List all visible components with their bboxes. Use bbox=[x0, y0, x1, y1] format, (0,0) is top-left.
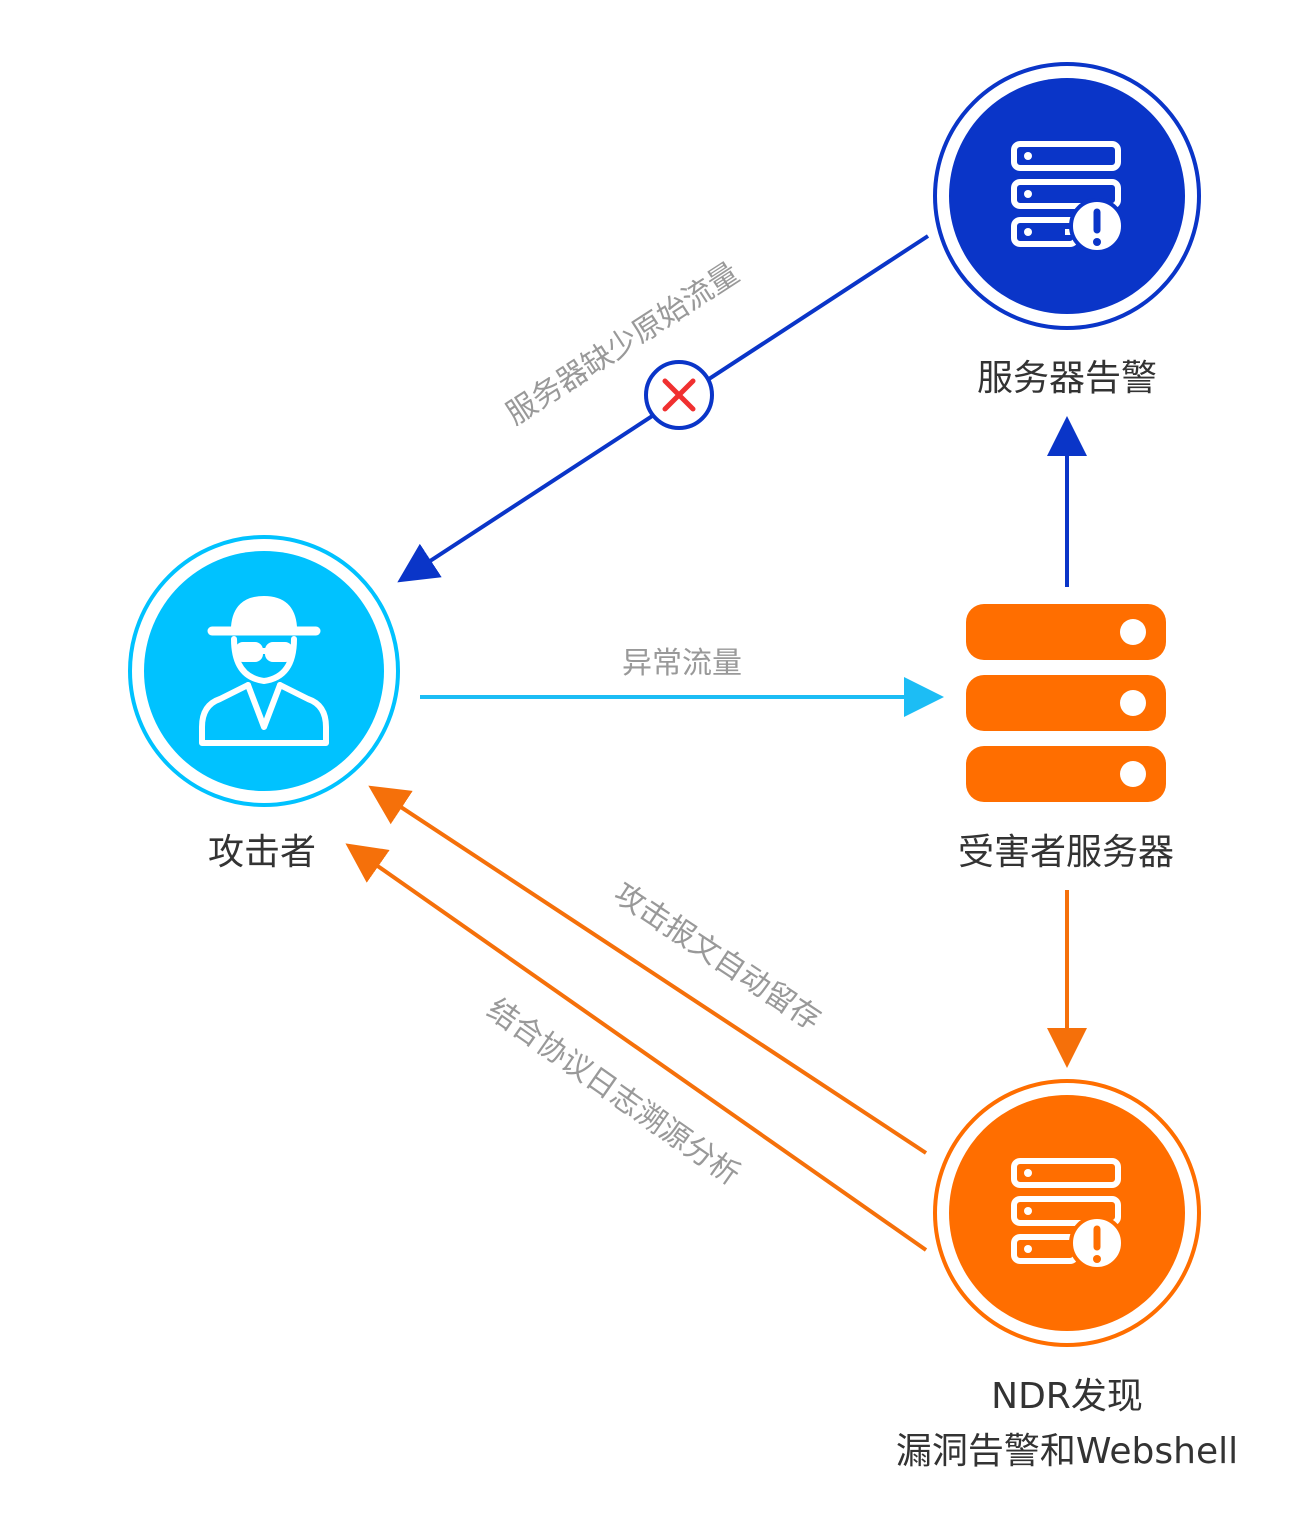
server-alert-icon bbox=[1011, 1158, 1125, 1271]
server-stack-icon bbox=[966, 604, 1166, 802]
edge-trace-analysis bbox=[345, 843, 928, 1252]
node-label-victim-server: 受害者服务器 bbox=[958, 832, 1174, 873]
edge-label-abnormal-traffic: 异常流量 bbox=[622, 646, 742, 681]
node-server-alert bbox=[933, 62, 1201, 330]
server-alert-icon bbox=[1011, 141, 1125, 254]
node-label-attacker: 攻击者 bbox=[208, 832, 316, 873]
node-label-server-alert: 服务器告警 bbox=[977, 358, 1157, 399]
blocked-marker bbox=[644, 360, 714, 430]
spy-icon bbox=[199, 596, 329, 746]
node-label-ndr-line1: NDR发现 bbox=[991, 1376, 1143, 1417]
node-label-ndr-line2: 漏洞告警和Webshell bbox=[896, 1431, 1238, 1472]
node-victim-server bbox=[966, 604, 1166, 802]
node-ndr bbox=[933, 1079, 1201, 1347]
edge-label-trace-analysis: 结合协议日志溯源分析 bbox=[481, 992, 747, 1193]
edge-auto-retain bbox=[368, 785, 928, 1155]
node-attacker bbox=[128, 535, 400, 807]
x-icon bbox=[662, 378, 696, 412]
